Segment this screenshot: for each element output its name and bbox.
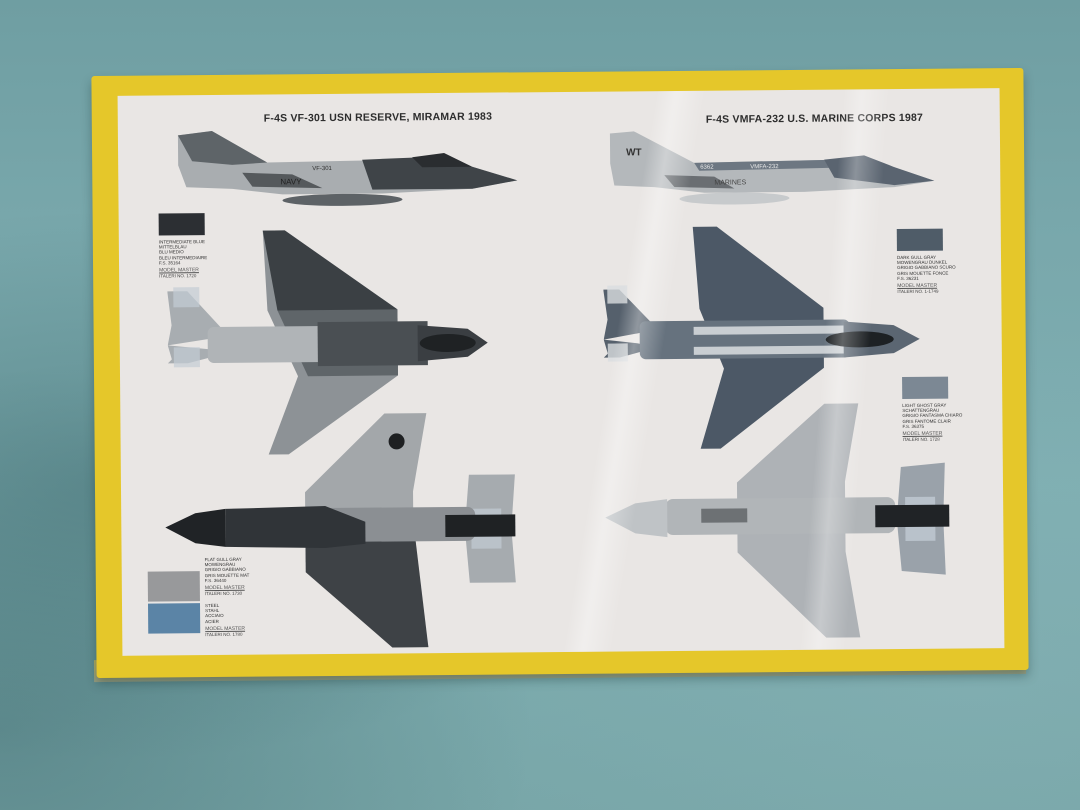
- swatch-code: ITALERI NO. 1780: [205, 631, 243, 638]
- f4s-vmfa232-top-view: [603, 226, 920, 449]
- color-chip: [158, 213, 205, 236]
- color-chip: [147, 603, 201, 634]
- f4s-vmfa232-bottom-view: [605, 403, 950, 638]
- color-chip: [896, 228, 943, 252]
- f4s-vf301-top-view: [167, 230, 488, 455]
- scheme-title-vmfa232: F-4S VMFA-232 U.S. MARINE CORPS 1987: [705, 111, 924, 126]
- swatch-fs-number: F.S. 35164: [159, 260, 181, 266]
- f4s-vf301-bottom-view: [165, 413, 516, 648]
- swatch-dark-gull-gray: DARK GULL GRAY MOWENGRAU DUNKEL GRIGIO G…: [896, 228, 956, 295]
- marking-vmfa232: VMFA-232: [750, 164, 779, 170]
- marking-wt: WT: [626, 147, 642, 158]
- swatch-fs-number: F.S. 36375: [902, 423, 925, 429]
- marking-navy: NAVY: [280, 177, 302, 186]
- f4s-vmfa232-side-profile: WT 6362 VMFA-232 MARINES: [609, 131, 935, 205]
- swatch-fs-number: F.S. 36231: [897, 275, 919, 281]
- swatch-light-ghost-gray: LIGHT GHOST GRAY SCHATTENGRAU GRIGIO FAN…: [902, 376, 963, 442]
- swatch-code: ITALERI NO. 1-1749: [897, 288, 939, 295]
- swatch-intermediate-blue: INTERMEDIATE BLUE MITTELBLAU BLU MEDIO B…: [158, 213, 208, 279]
- color-chip: [902, 376, 949, 400]
- swatch-code: ITALERI NO. 1728: [902, 436, 940, 443]
- marking-bureau-number: 6362: [700, 165, 714, 171]
- marking-marines: MARINES: [714, 179, 746, 186]
- color-chip: [147, 571, 200, 602]
- marking-vf301: VF-301: [312, 166, 332, 172]
- instruction-panel: F-4S VF-301 USN RESERVE, MIRAMAR 1983 F-…: [117, 88, 1005, 656]
- swatch-code: ITALERI NO. 1730: [204, 591, 243, 597]
- swatch-fs-number: F.S. 36440: [204, 577, 227, 583]
- f4s-vf301-side-profile: VF-301 NAVY: [177, 131, 518, 206]
- swatch-label: ACIER: [205, 618, 219, 624]
- swatch-steel: STEEL STAHL ACCIAIO ACIER MODEL MASTER I…: [147, 603, 245, 638]
- swatch-flat-gull-gray: FLAT GULL GRAY MOWENGRAU GRIGIO GABBIANO…: [147, 557, 250, 606]
- swatch-code: ITALERI NO. 1720: [159, 273, 197, 279]
- model-kit-box: F-4S VF-301 USN RESERVE, MIRAMAR 1983 F-…: [91, 67, 1029, 679]
